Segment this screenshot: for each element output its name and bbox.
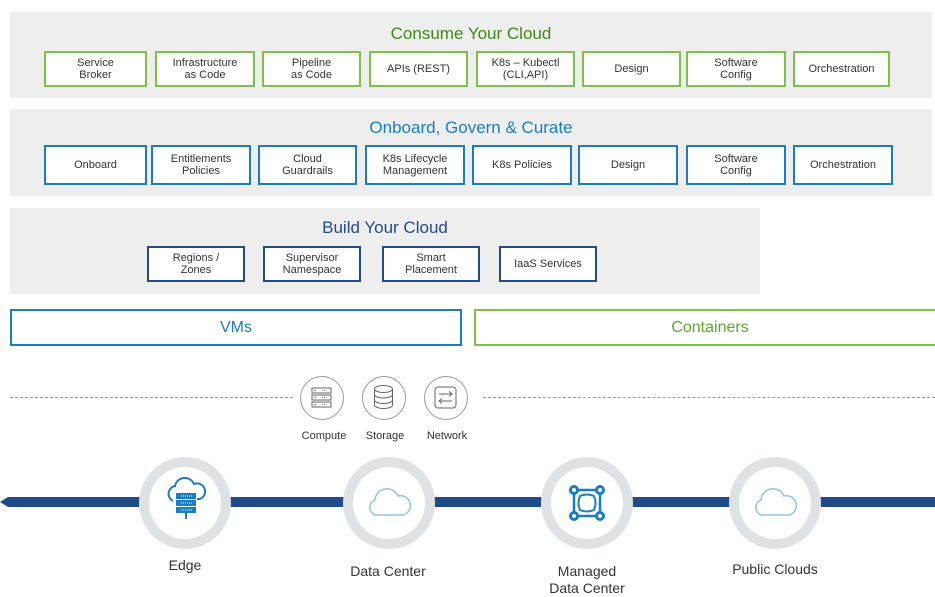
data-center-label: Data Center (350, 563, 426, 579)
govern-title: Onboard, Govern & Curate (369, 118, 573, 137)
govern-item-cloud-guardrails: Cloud Guardrails (258, 145, 357, 185)
vms-bar: VMs (10, 309, 462, 346)
build-title: Build Your Cloud (322, 218, 448, 237)
storage-database-icon (362, 376, 406, 420)
consume-item-apis-rest: APIs (REST) (369, 51, 468, 87)
govern-item-design: Design (578, 145, 678, 185)
containers-label: Containers (671, 318, 749, 336)
timeline-line (0, 497, 935, 507)
govern-item-entitlements-policies: Entitlements Policies (151, 145, 251, 185)
managed-data-center-node (541, 457, 633, 549)
govern-item-k8s-lifecycle-management: K8s Lifecycle Management (365, 145, 465, 185)
govern-panel: Onboard, Govern & Curate Onboard Entitle… (10, 109, 932, 196)
consume-item-orchestration: Orchestration (793, 51, 890, 87)
vms-label: VMs (220, 318, 252, 336)
build-item-iaas-services: IaaS Services (499, 246, 597, 282)
govern-item-onboard: Onboard (44, 145, 147, 185)
public-clouds-label: Public Clouds (732, 561, 818, 577)
build-item-supervisor-namespace: Supervisor Namespace (263, 246, 361, 282)
consume-item-software-config: Software Config (686, 51, 786, 87)
consume-item-infrastructure-as-code: Infrastructure as Code (155, 51, 255, 87)
data-center-cloud-icon (369, 488, 412, 516)
govern-item-software-config: Software Config (686, 145, 786, 185)
data-center-node (343, 457, 435, 549)
consume-item-k8s-kubectl: K8s – Kubectl (CLI,API) (476, 51, 575, 87)
consume-item-design: Design (582, 51, 681, 87)
public-clouds-node (729, 457, 821, 549)
edge-node (139, 457, 231, 549)
consume-panel: Consume Your Cloud Service Broker Infras… (10, 12, 932, 98)
separator-right (483, 397, 935, 398)
build-item-smart-placement: Smart Placement (382, 246, 480, 282)
storage-label: Storage (365, 430, 405, 442)
build-item-regions-zones: Regions / Zones (147, 246, 245, 282)
separator-left (10, 397, 293, 398)
edge-cloud-server-icon (167, 477, 207, 519)
build-panel: Build Your Cloud Regions / Zones Supervi… (10, 208, 760, 294)
edge-label: Edge (168, 557, 202, 573)
public-clouds-cloud-icon (755, 488, 798, 516)
govern-item-k8s-policies: K8s Policies (472, 145, 572, 185)
network-label: Network (426, 430, 468, 442)
managed-network-icon (569, 485, 605, 521)
consume-item-service-broker: Service Broker (44, 51, 147, 87)
consume-title: Consume Your Cloud (390, 24, 552, 43)
compute-server-icon (300, 376, 344, 420)
network-arrows-icon (424, 376, 468, 420)
managed-data-center-label: Managed Data Center (549, 563, 625, 596)
govern-item-orchestration: Orchestration (793, 145, 893, 185)
compute-label: Compute (301, 430, 347, 442)
consume-item-pipeline-as-code: Pipeline as Code (262, 51, 361, 87)
containers-bar: Containers (474, 309, 935, 346)
